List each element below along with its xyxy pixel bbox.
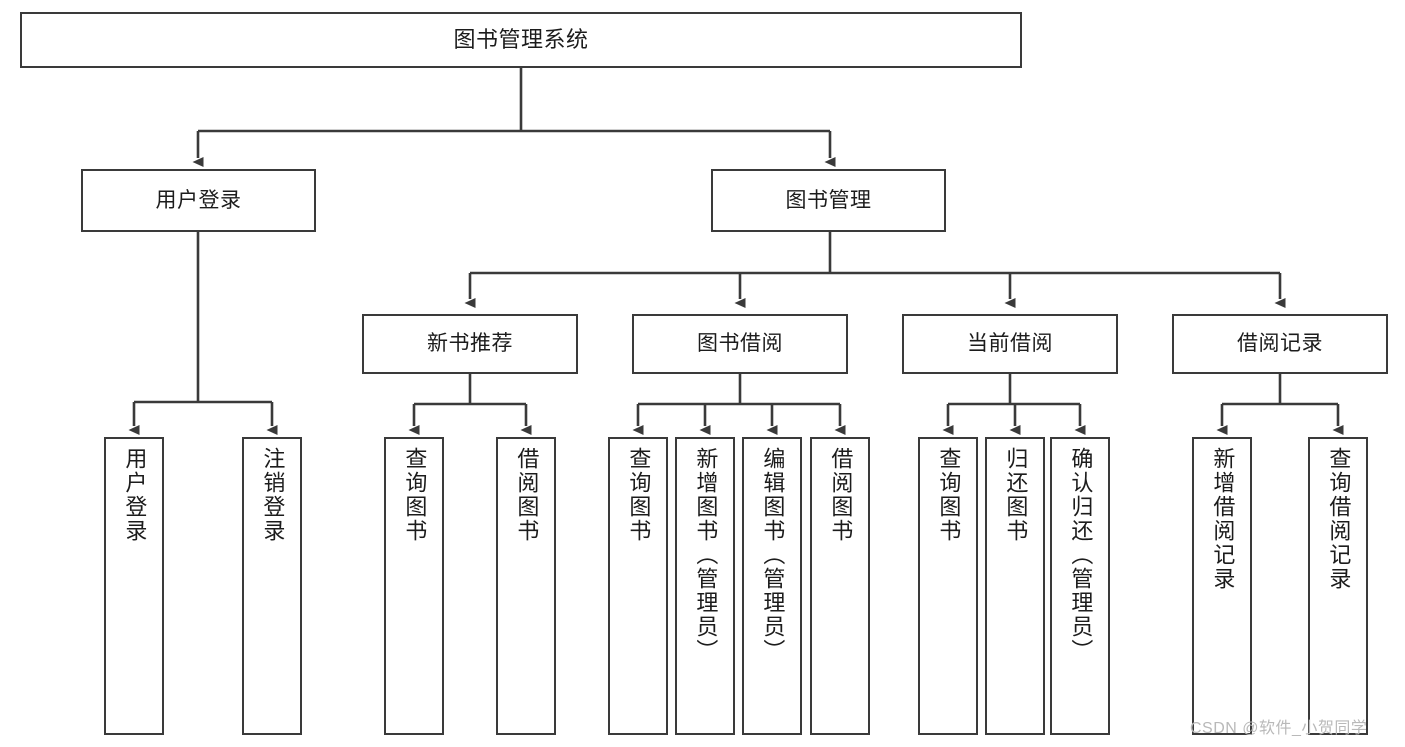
node-label: 确认归还（管理员） [1068, 447, 1094, 663]
node-label: 注销登录 [260, 447, 286, 543]
node-label: 新增借阅记录 [1210, 447, 1236, 591]
node-label: 归还图书 [1003, 447, 1029, 543]
node-label: 新书推荐 [427, 332, 513, 356]
leaf-borrow-borrow-book[interactable]: 借阅图书 [810, 437, 870, 735]
node-label: 查询图书 [936, 447, 962, 543]
leaf-current-query-book[interactable]: 查询图书 [918, 437, 978, 735]
node-label: 查询借阅记录 [1326, 447, 1352, 591]
node-book-management[interactable]: 图书管理 [711, 169, 946, 232]
leaf-recommend-query-book[interactable]: 查询图书 [384, 437, 444, 735]
node-user-login[interactable]: 用户登录 [81, 169, 316, 232]
node-book-borrow[interactable]: 图书借阅 [632, 314, 848, 374]
node-current-borrow[interactable]: 当前借阅 [902, 314, 1118, 374]
node-label: 查询图书 [626, 447, 652, 543]
node-label: 新增图书（管理员） [693, 447, 719, 663]
node-label: 用户登录 [122, 447, 148, 543]
node-label: 当前借阅 [967, 332, 1053, 356]
leaf-current-confirm-return-admin[interactable]: 确认归还（管理员） [1050, 437, 1110, 735]
leaf-record-query-record[interactable]: 查询借阅记录 [1308, 437, 1368, 735]
leaf-borrow-add-book-admin[interactable]: 新增图书（管理员） [675, 437, 735, 735]
leaf-recommend-borrow-book[interactable]: 借阅图书 [496, 437, 556, 735]
leaf-record-add-record[interactable]: 新增借阅记录 [1192, 437, 1252, 735]
leaf-current-return-book[interactable]: 归还图书 [985, 437, 1045, 735]
node-label: 借阅记录 [1237, 332, 1323, 356]
watermark: CSDN @软件_小贺同学 [1190, 720, 1368, 737]
node-label: 图书管理系统 [453, 26, 589, 52]
node-label: 借阅图书 [514, 447, 540, 543]
leaf-user-login-logout[interactable]: 注销登录 [242, 437, 302, 735]
node-root-book-management-system[interactable]: 图书管理系统 [20, 12, 1022, 68]
node-label: 图书借阅 [697, 332, 783, 356]
node-label: 图书管理 [785, 188, 872, 212]
node-borrow-record[interactable]: 借阅记录 [1172, 314, 1388, 374]
node-label: 编辑图书（管理员） [760, 447, 786, 663]
leaf-borrow-query-book[interactable]: 查询图书 [608, 437, 668, 735]
node-label: 用户登录 [155, 188, 242, 212]
node-label: 查询图书 [402, 447, 428, 543]
node-new-book-recommend[interactable]: 新书推荐 [362, 314, 578, 374]
node-label: 借阅图书 [828, 447, 854, 543]
leaf-user-login-login[interactable]: 用户登录 [104, 437, 164, 735]
leaf-borrow-edit-book-admin[interactable]: 编辑图书（管理员） [742, 437, 802, 735]
